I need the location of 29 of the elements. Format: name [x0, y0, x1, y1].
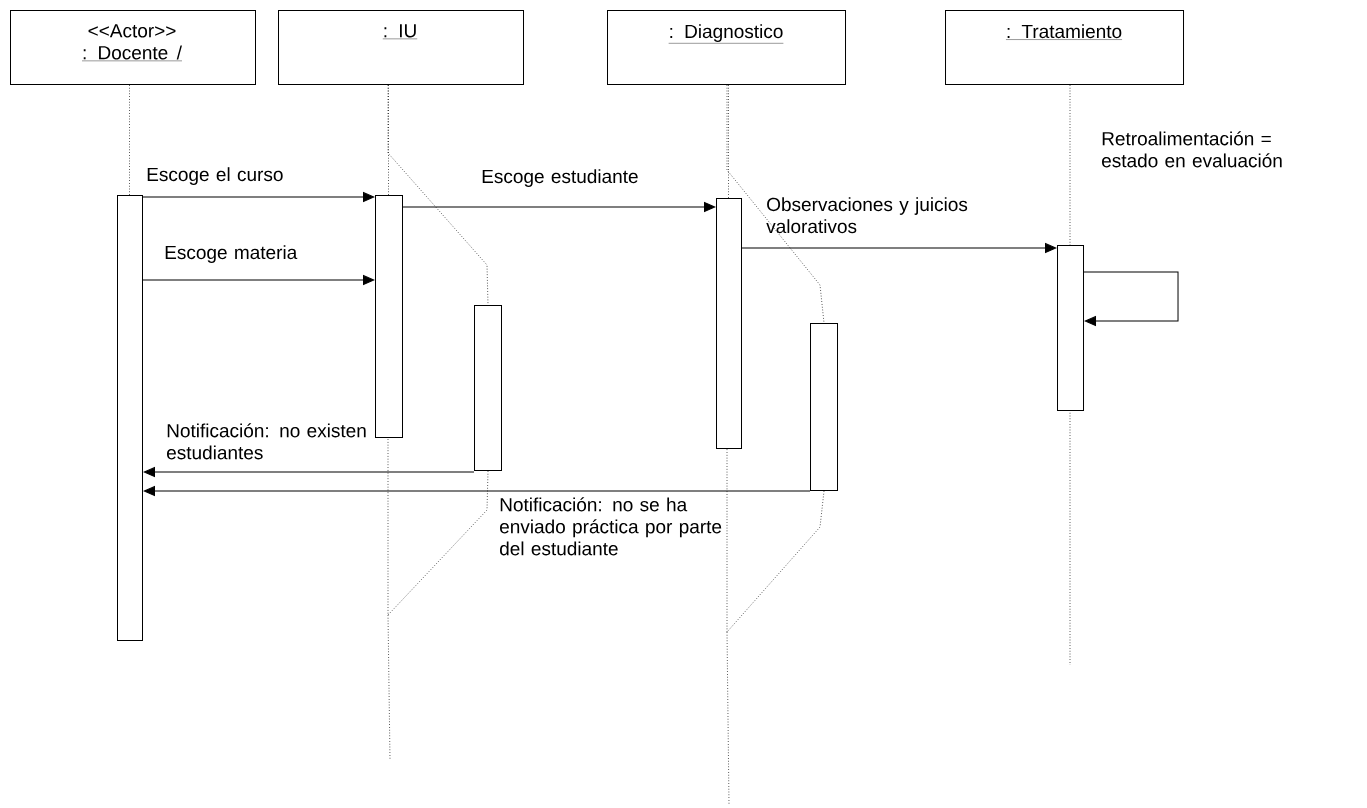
object-box: : IU: [278, 10, 524, 85]
message-label: Escoge el curso: [147, 167, 283, 185]
message-label: Notificación: no existen estudiantes: [167, 423, 366, 460]
message-arrow: [402, 202, 716, 212]
message-arrow: [1083, 271, 1179, 326]
message-label: Escoge materia: [165, 245, 298, 263]
message-label: Escoge estudiante: [482, 169, 638, 187]
activation-bar: [1057, 245, 1084, 411]
message-arrow: [143, 467, 475, 477]
activation-bar: [810, 323, 838, 491]
lifeline: [387, 84, 489, 306]
activation-bar: [117, 195, 143, 641]
object-box: : Tratamiento: [945, 10, 1184, 85]
object-box: <<Actor>> : Docente /: [10, 10, 256, 85]
note-text: Retroalimentación = estado en evaluación: [1102, 131, 1282, 168]
message-label: Notificación: no se ha enviado práctica por parte del estudiante: [500, 497, 722, 556]
activation-bar: [375, 195, 403, 438]
message-arrow: [142, 192, 375, 202]
message-label: Observaciones y juicios valorativos: [766, 197, 968, 234]
lifeline: [387, 437, 489, 616]
lifeline: [1069, 84, 1071, 246]
message-arrow: [741, 243, 1057, 253]
activation-bar: [716, 198, 742, 449]
lifeline: [726, 84, 825, 324]
message-arrow: [143, 486, 811, 496]
activation-bar: [474, 305, 502, 471]
object-box: : Diagnostico: [607, 10, 846, 85]
lifeline: [129, 84, 130, 196]
message-arrow: [142, 275, 375, 285]
